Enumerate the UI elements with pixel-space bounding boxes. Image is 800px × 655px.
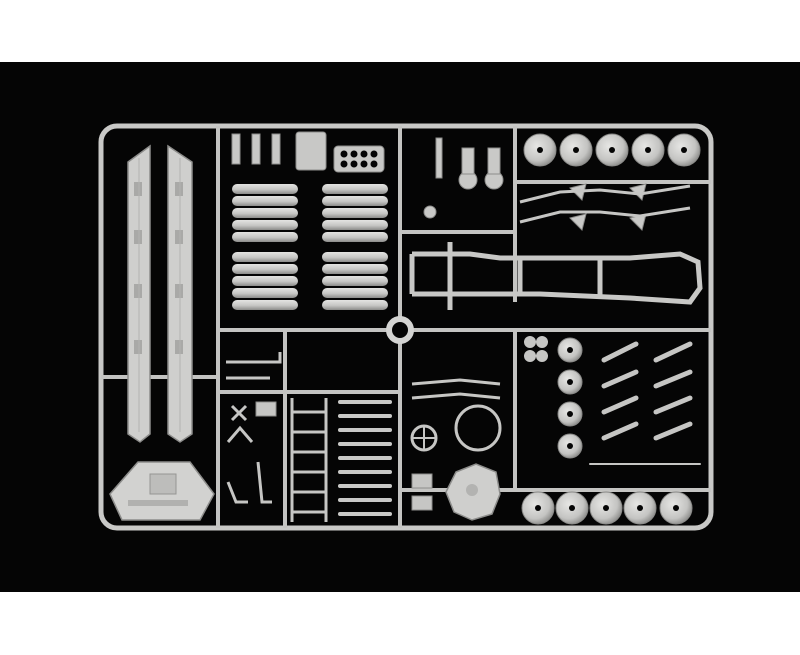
misc-parts-left	[226, 352, 282, 504]
top-small-parts	[231, 131, 385, 173]
sprue-photo	[0, 62, 800, 592]
suspension-arms	[589, 341, 701, 465]
turret-part	[411, 463, 501, 521]
tube-bundle-group	[232, 184, 388, 310]
road-wheels-bottom	[521, 491, 693, 525]
outer-runner	[98, 123, 714, 531]
spring-units	[423, 137, 691, 231]
drive-sprockets	[524, 336, 583, 459]
center-lower-parts	[410, 378, 502, 452]
small-rods	[338, 400, 392, 516]
front-hull-plate	[109, 461, 215, 521]
chassis-frame	[409, 242, 703, 310]
hull-side-plates	[127, 144, 193, 443]
track-ladder	[290, 398, 328, 522]
runner-hub	[386, 316, 414, 344]
sprue-frame	[98, 123, 714, 531]
road-wheels-top	[523, 133, 701, 167]
